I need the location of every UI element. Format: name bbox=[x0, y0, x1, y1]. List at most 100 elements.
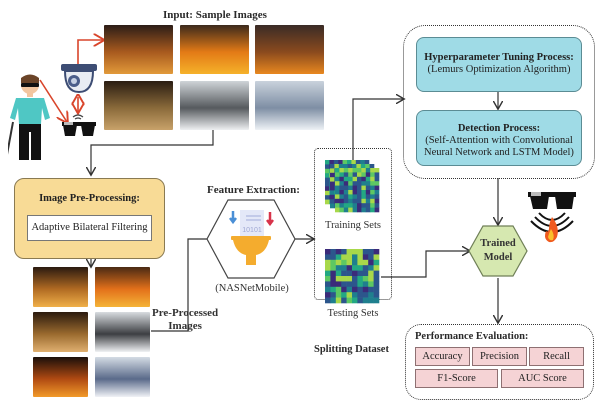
heatmap-cell bbox=[357, 198, 362, 204]
heatmap-cell bbox=[357, 185, 362, 191]
heatmap-cell bbox=[330, 254, 337, 261]
heatmap-cell bbox=[343, 164, 348, 169]
heatmap-cell bbox=[352, 270, 358, 277]
heatmap-cell bbox=[339, 176, 345, 182]
heatmap-cell bbox=[357, 181, 362, 186]
heatmap-cell bbox=[362, 265, 369, 271]
heatmap-cell bbox=[365, 181, 371, 186]
heatmap-cell bbox=[352, 207, 358, 213]
heatmap-cell bbox=[335, 276, 342, 282]
metric-accuracy: Accuracy bbox=[415, 347, 470, 366]
heatmap-cell bbox=[368, 265, 374, 271]
heatmap-cell bbox=[368, 281, 374, 288]
heatmap-cell bbox=[330, 190, 335, 196]
heatmap-cell bbox=[330, 297, 337, 304]
heatmap-cell bbox=[352, 185, 358, 191]
heatmap-cell bbox=[330, 172, 335, 178]
heatmap-cell bbox=[348, 172, 353, 178]
heatmap-cell bbox=[374, 190, 380, 195]
heatmap-cell bbox=[373, 292, 380, 298]
heatmap-cell bbox=[330, 276, 337, 282]
heatmap-cell bbox=[343, 168, 349, 173]
heatmap-cell bbox=[341, 254, 347, 261]
heatmap-cell bbox=[374, 185, 380, 191]
heatmap-cell bbox=[335, 207, 340, 213]
heatmap-cell bbox=[341, 286, 347, 293]
heatmap-cell bbox=[362, 292, 369, 298]
heatmap-cell bbox=[352, 172, 358, 178]
heatmap-cell bbox=[325, 186, 330, 192]
model-process-group bbox=[403, 25, 595, 179]
heatmap-cell bbox=[362, 297, 369, 304]
heatmap-cell bbox=[339, 207, 345, 213]
heatmap-cell bbox=[352, 254, 358, 261]
heatmap-cell bbox=[373, 254, 380, 261]
fire-alert-glasses-icon bbox=[528, 192, 576, 243]
pre-house-image bbox=[95, 312, 150, 352]
heatmap-cell bbox=[343, 185, 349, 191]
heatmap-cell bbox=[325, 164, 330, 170]
feature-extraction-hexagon: 10101 bbox=[206, 199, 296, 279]
heatmap-cell bbox=[346, 265, 353, 271]
heatmap-cell bbox=[325, 195, 330, 200]
heatmap-cell bbox=[362, 249, 369, 255]
heatmap-cell bbox=[357, 276, 364, 282]
heatmap-cell bbox=[339, 198, 345, 204]
heatmap-cell bbox=[343, 172, 349, 178]
heatmap-cell bbox=[374, 181, 380, 186]
heatmap-cell bbox=[356, 164, 362, 169]
heatmap-cell bbox=[341, 281, 347, 288]
heatmap-cell bbox=[373, 297, 380, 304]
heatmap-cell bbox=[348, 176, 353, 182]
heatmap-cell bbox=[330, 164, 335, 169]
camera-to-images-arrow bbox=[77, 40, 103, 64]
heatmap-cell bbox=[335, 249, 342, 255]
heatmap-cell bbox=[365, 176, 371, 182]
heatmap-cell bbox=[346, 270, 353, 277]
pre-building-fire-image bbox=[33, 357, 88, 397]
heatmap-cell bbox=[330, 270, 337, 277]
heatmap-cell bbox=[368, 297, 374, 304]
heatmap-cell bbox=[352, 297, 358, 304]
testing-to-model-arrow bbox=[381, 251, 469, 278]
heatmap-cell bbox=[352, 181, 358, 186]
images-to-preprocess-arrow bbox=[91, 130, 214, 174]
heatmap-cell bbox=[352, 203, 358, 208]
feature-extraction-model: (NASNetMobile) bbox=[215, 283, 289, 294]
heatmap-cell bbox=[368, 249, 374, 255]
heatmap-cell bbox=[368, 254, 374, 261]
heatmap-cell bbox=[339, 194, 345, 200]
heatmap-cell bbox=[325, 286, 331, 293]
heatmap-cell bbox=[357, 168, 362, 173]
heatmap-cell bbox=[370, 168, 375, 173]
preprocessed-to-feature-arrow bbox=[151, 238, 207, 332]
training-sets-label: Training Sets bbox=[325, 220, 381, 231]
heatmap-cell bbox=[348, 181, 353, 186]
heatmap-cell bbox=[325, 254, 331, 261]
heatmap-cell bbox=[335, 181, 340, 186]
heatmap-cell bbox=[330, 286, 337, 293]
heatmap-cell bbox=[374, 207, 380, 213]
heatmap-cell bbox=[325, 270, 331, 277]
heatmap-cell bbox=[364, 160, 370, 165]
heatmap-cell bbox=[325, 190, 330, 196]
heatmap-cell bbox=[365, 194, 371, 200]
heatmap-cell bbox=[361, 176, 367, 182]
heatmap-cell bbox=[346, 259, 353, 266]
heatmap-cell bbox=[335, 297, 342, 304]
heatmap-cell bbox=[370, 190, 375, 195]
heatmap-cell bbox=[330, 186, 335, 191]
heatmap-cell bbox=[348, 207, 353, 213]
heatmap-cell bbox=[335, 176, 340, 182]
heatmap-cell bbox=[370, 185, 375, 191]
heatmap-cell bbox=[339, 190, 345, 195]
heatmap-cell bbox=[330, 168, 335, 174]
heatmap-cell bbox=[360, 160, 365, 165]
heatmap-cell bbox=[335, 281, 342, 288]
heatmap-cell bbox=[335, 172, 340, 178]
heatmap-cell bbox=[357, 203, 362, 208]
heatmap-cell bbox=[335, 259, 342, 266]
heatmap-cell bbox=[335, 270, 342, 277]
heatmap-cell bbox=[342, 160, 348, 165]
